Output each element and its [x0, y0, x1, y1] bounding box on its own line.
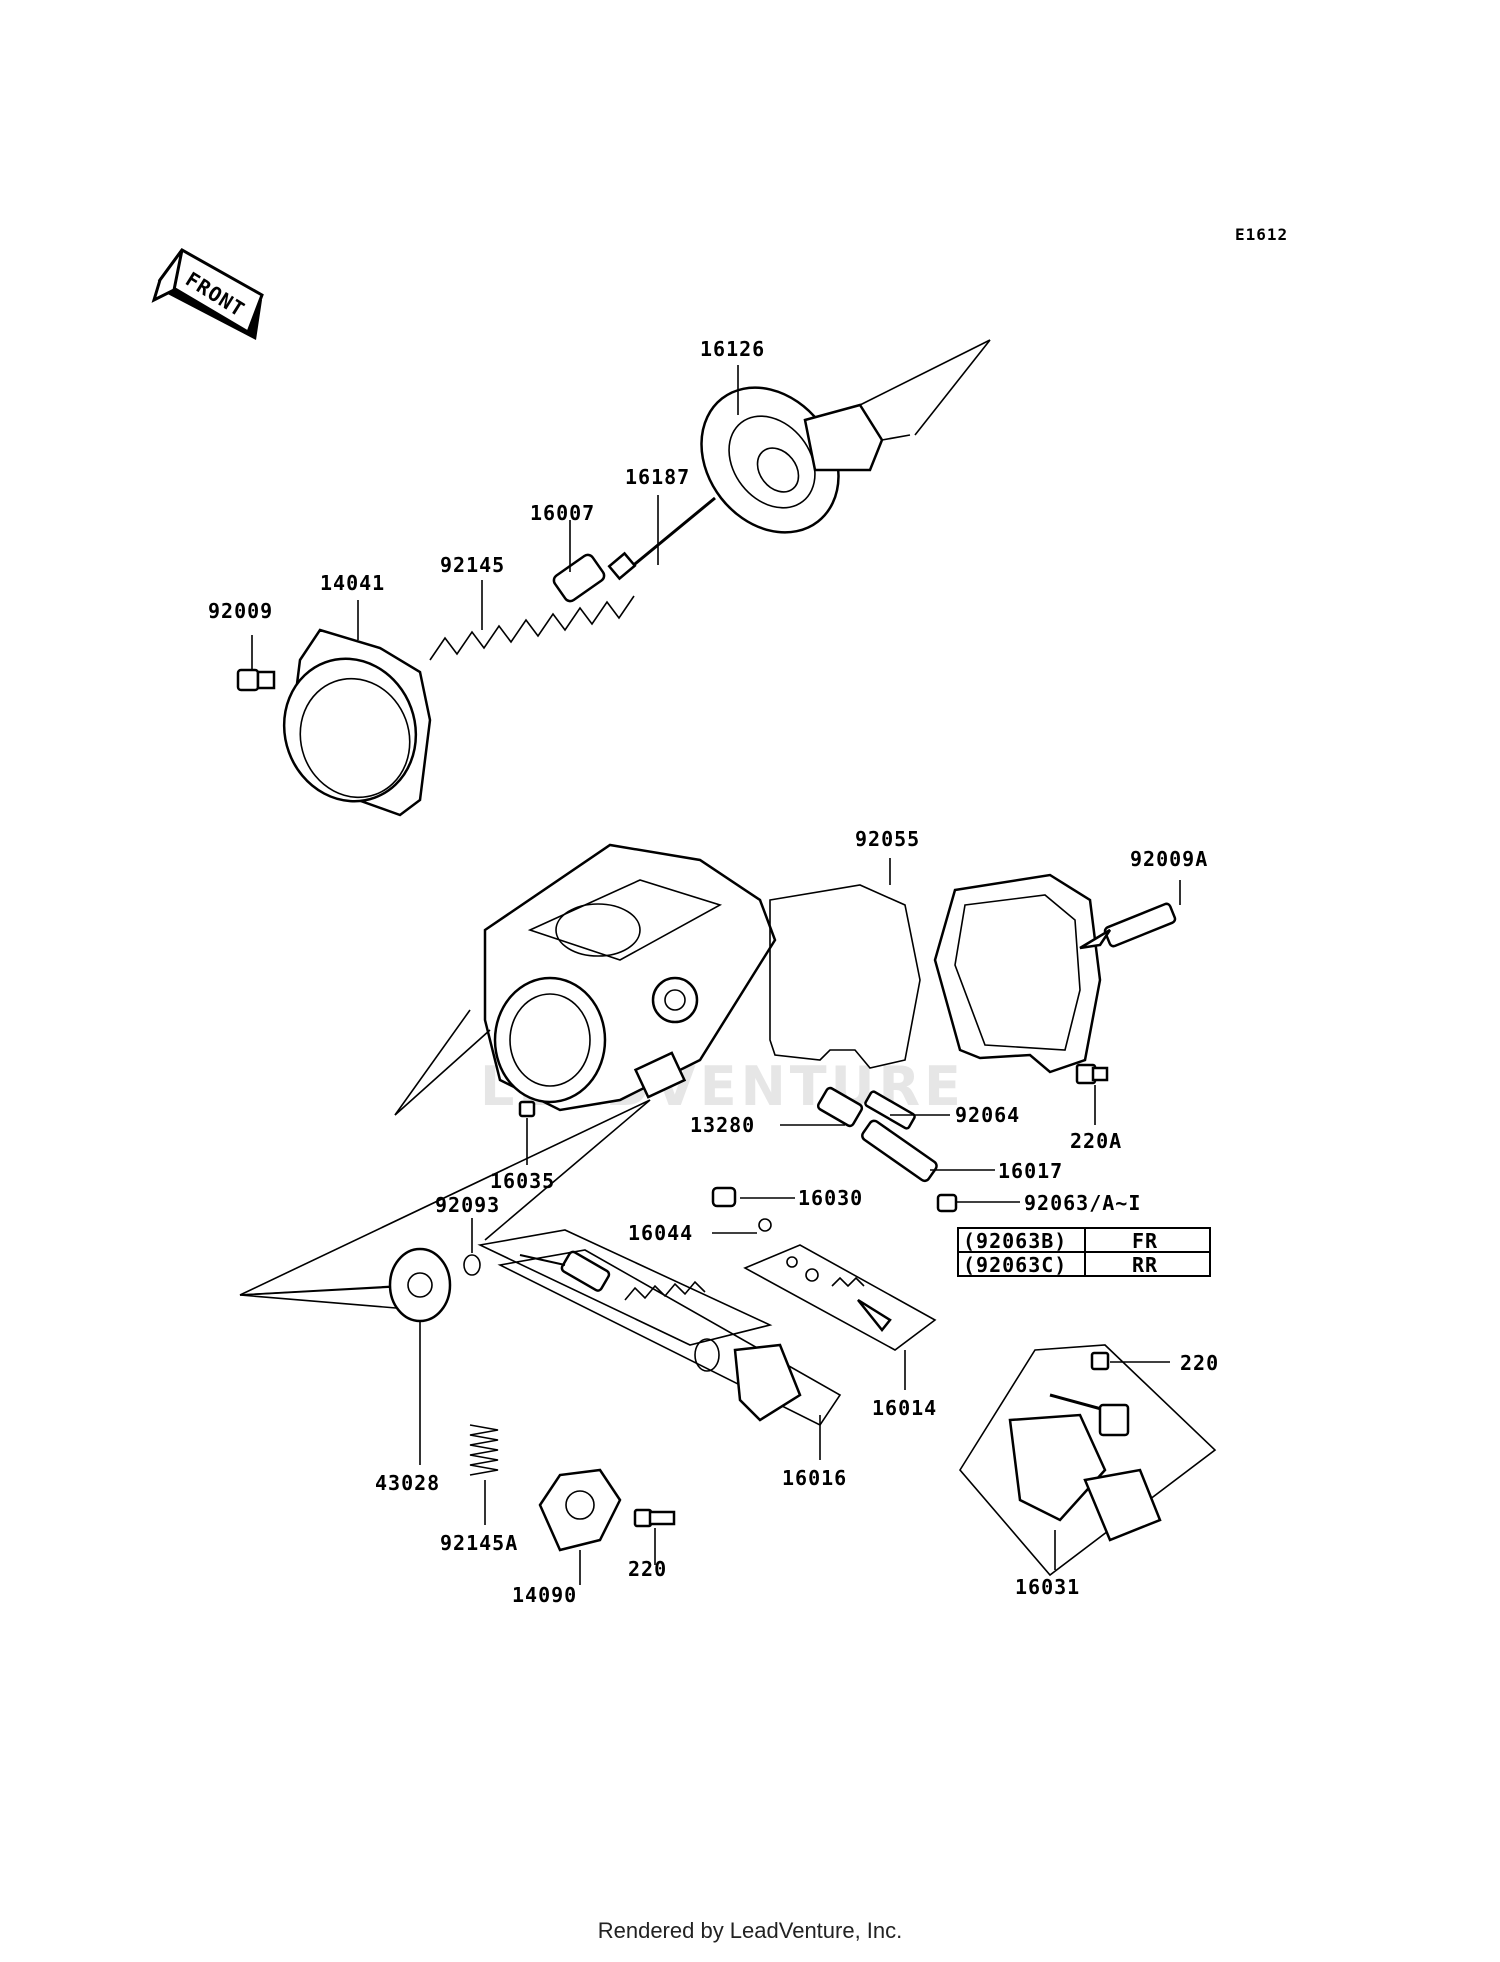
label-16031: 16031: [1015, 1575, 1080, 1599]
label-92063: 92063/A~I: [1024, 1191, 1141, 1215]
screw-92009: [236, 668, 276, 692]
label-16044: 16044: [628, 1221, 693, 1245]
label-16017: 16017: [998, 1159, 1063, 1183]
label-16126: 16126: [700, 337, 765, 361]
label-16016: 16016: [782, 1466, 847, 1490]
label-92145A: 92145A: [440, 1531, 518, 1555]
label-92145: 92145: [440, 553, 505, 577]
needle-holder-16007: [552, 553, 606, 603]
label-43028: 43028: [375, 1471, 440, 1495]
plunger-parts-16016: [519, 1250, 821, 1460]
screw-220-bottom: [633, 1508, 676, 1565]
jet-92063: [936, 1193, 1020, 1213]
spring-92145: [429, 595, 635, 661]
label-16014: 16014: [872, 1396, 937, 1420]
label-14090: 14090: [512, 1583, 577, 1607]
label-16030: 16030: [798, 1186, 863, 1210]
label-220A: 220A: [1070, 1129, 1122, 1153]
label-220-top: 220: [1180, 1351, 1219, 1375]
cover-14090: [538, 1468, 622, 1585]
variant-position-2: RR: [1132, 1253, 1158, 1277]
label-220-bottom: 220: [628, 1557, 667, 1581]
variant-table: (92063B) FR (92063C) RR: [957, 1227, 1211, 1277]
o-ring-92093: [463, 1218, 481, 1276]
label-92009: 92009: [208, 599, 273, 623]
diagram-code: E1612: [1235, 225, 1288, 244]
screw-220A: [1075, 1063, 1109, 1125]
enricher-assembly-frame: [477, 1099, 842, 1427]
label-14041: 14041: [320, 571, 385, 595]
diaphragm-43028: [239, 1099, 651, 1465]
needle-jet-13280: [780, 1086, 864, 1128]
plug-16035: [518, 1100, 536, 1165]
footer-credit: Rendered by LeadVenture, Inc.: [597, 1918, 903, 1943]
carburetor-body: [394, 843, 777, 1116]
variant-code-1: (92063B): [963, 1229, 1067, 1253]
variant-position-1: FR: [1132, 1229, 1158, 1253]
gasket-92055: [769, 858, 921, 1069]
spring-92145A: [469, 1424, 499, 1525]
jet-16030: [711, 1186, 795, 1208]
label-92064: 92064: [955, 1103, 1020, 1127]
chamber-cover-14041: [282, 628, 432, 817]
label-16035: 16035: [490, 1169, 555, 1193]
label-92055: 92055: [855, 827, 920, 851]
label-16187: 16187: [625, 465, 690, 489]
screw-220-top: [1090, 1351, 1170, 1371]
label-16007: 16007: [530, 501, 595, 525]
clip-16044: [712, 1218, 772, 1234]
emulsion-tube-16017: [861, 1119, 995, 1183]
pilot-screw-kit-16014: [743, 1244, 937, 1390]
vacuum-piston-diaphragm-16126: [700, 339, 991, 534]
label-13280: 13280: [690, 1113, 755, 1137]
main-jet-92064: [864, 1090, 950, 1130]
label-92093: 92093: [435, 1193, 500, 1217]
float-kit-16031: [959, 1344, 1217, 1577]
jet-needle-16187: [607, 496, 716, 581]
pilot-screw-92009A: [1079, 880, 1181, 950]
label-92009A: 92009A: [1130, 847, 1208, 871]
variant-code-2: (92063C): [963, 1253, 1067, 1277]
float-bowl: [933, 873, 1102, 1074]
front-arrow-icon: FRONT: [151, 248, 264, 340]
